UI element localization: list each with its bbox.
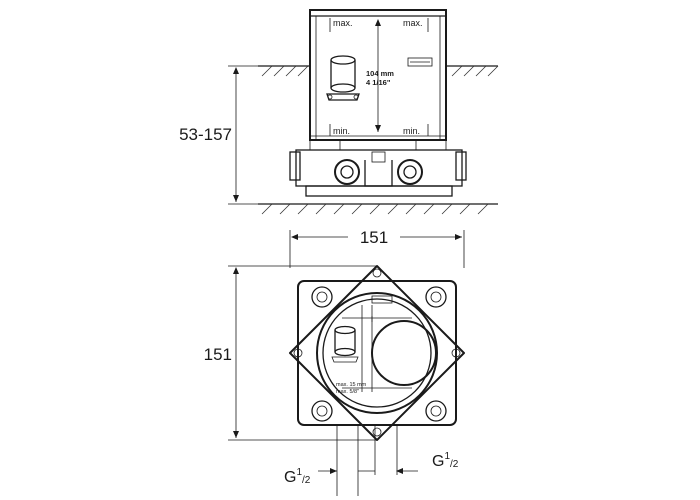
port-right-prefix: G: [432, 453, 444, 470]
side-view: 53-157 max. max. min. min. 104 mm 4 1/16…: [179, 9, 499, 215]
valve-cylinder: [326, 55, 360, 101]
valve-body-circle: [371, 320, 437, 386]
pipe-port-left-side: [334, 159, 360, 185]
min-label-right: min.: [403, 126, 420, 136]
top-view: 151 151: [204, 228, 465, 496]
port-left-sub: /2: [302, 475, 311, 486]
width-dimension: 151: [289, 228, 465, 268]
depth-dim-label: 151: [204, 345, 232, 364]
height-dimension: 53-157: [179, 65, 258, 205]
install-box-body: max. max. min. min. 104 mm 4 1/16": [309, 9, 447, 141]
mounting-holes: [293, 268, 461, 437]
width-dim-label: 151: [360, 228, 388, 247]
pipe-port-right-side: [397, 159, 423, 185]
max-label-left: max.: [333, 18, 353, 28]
box-base-frame: [289, 140, 467, 197]
port-right-sup: 1: [444, 451, 450, 462]
brand-logo-mark: [407, 57, 433, 67]
svg-text:G1/2: G1/2: [432, 451, 459, 470]
mounting-flange: [289, 265, 465, 441]
depth-dimension: 151: [204, 265, 376, 441]
inner-limit-line1: max. 15 mm: [336, 382, 367, 388]
brand-logo-mark-top: [371, 295, 393, 304]
max-label-right: max.: [403, 18, 423, 28]
wall-surface-lower: [258, 203, 498, 215]
port-label-left: G1/2: [284, 467, 311, 486]
port-left-sup: 1: [296, 467, 302, 478]
min-label-left: min.: [333, 126, 350, 136]
port-right-sub: /2: [450, 459, 459, 470]
inner-chamber: max. 15 mm max. 5/8": [316, 292, 438, 414]
port-dimension-lines: [318, 425, 418, 496]
port-label-right: G1/2: [432, 451, 459, 470]
inner-limit-line2: max. 5/8": [336, 389, 359, 395]
svg-text:G1/2: G1/2: [284, 467, 311, 486]
inner-dim-mm: 104 mm: [366, 69, 394, 78]
inner-dim-inch: 4 1/16": [366, 78, 391, 87]
port-left-prefix: G: [284, 469, 296, 486]
height-dim-label: 53-157: [179, 125, 232, 144]
wall-surface-upper: [258, 65, 499, 77]
